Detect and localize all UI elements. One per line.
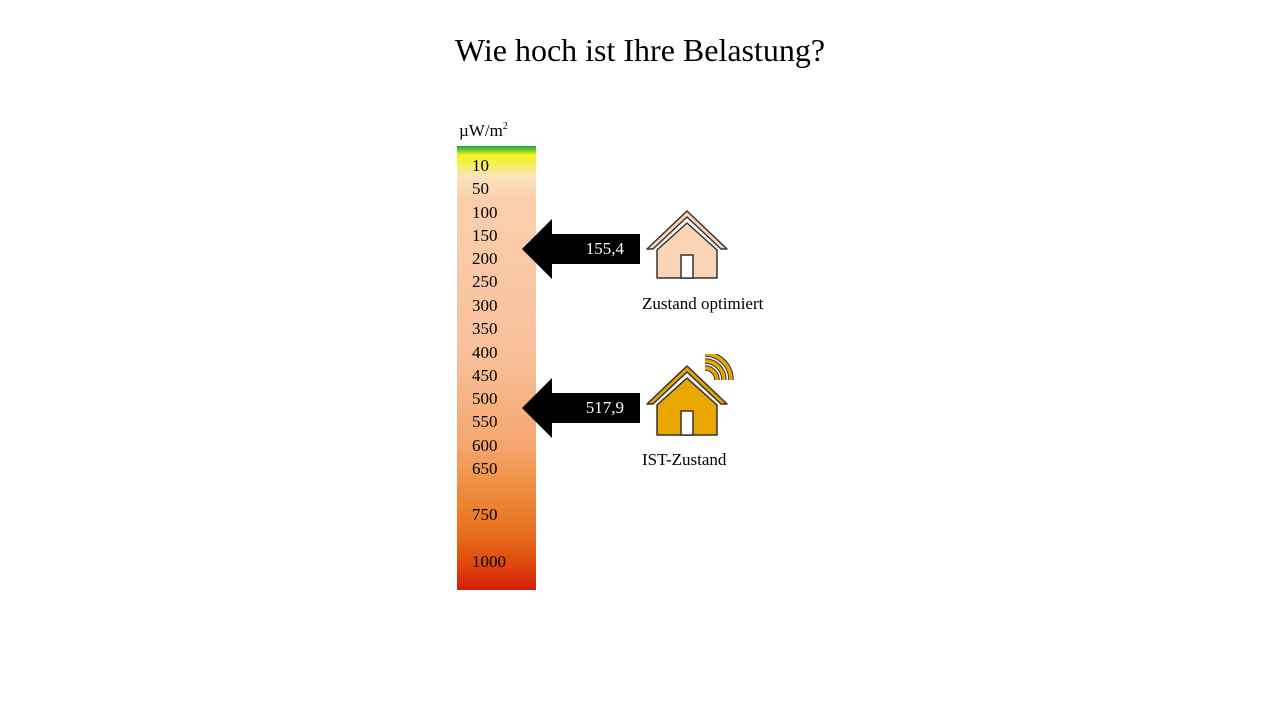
scale-tick: 200 [472,249,498,268]
reading-arrow-optimized: 155,4 [522,219,640,279]
scale-tick: 400 [472,343,498,362]
exposure-scale-bar [457,146,536,590]
slide-title: Wie hoch ist Ihre Belastung? [454,32,826,68]
house-caption-optimized: Zustand optimiert [642,294,764,313]
scale-tick: 150 [472,226,498,245]
scale-tick: 450 [472,366,498,385]
scale-unit-base: µW/m [459,121,503,140]
house-caption-current: IST-Zustand [642,450,727,469]
scale-tick: 250 [472,272,498,291]
reading-value-optimized: 155,4 [585,239,624,258]
reading-value-current: 517,9 [585,398,624,417]
scale-tick: 1000 [472,552,506,571]
house-wifi-icon [645,354,735,438]
scale-tick: 10 [472,156,489,175]
reading-arrow-current: 517,9 [522,378,640,438]
scale-tick: 50 [472,179,489,198]
house-icon [645,207,729,281]
scale-unit-label: µW/m2 [459,120,508,142]
scale-tick: 750 [472,505,498,524]
scale-tick: 600 [472,436,498,455]
scale-tick: 500 [472,389,498,408]
arrow-left-icon [522,219,640,279]
scale-tick: 650 [472,459,498,478]
scale-tick: 300 [472,296,498,315]
scale-tick: 100 [472,203,498,222]
arrow-left-icon [522,378,640,438]
scale-tick: 350 [472,319,498,338]
scale-tick: 550 [472,412,498,431]
scale-unit-exponent: 2 [502,121,508,132]
